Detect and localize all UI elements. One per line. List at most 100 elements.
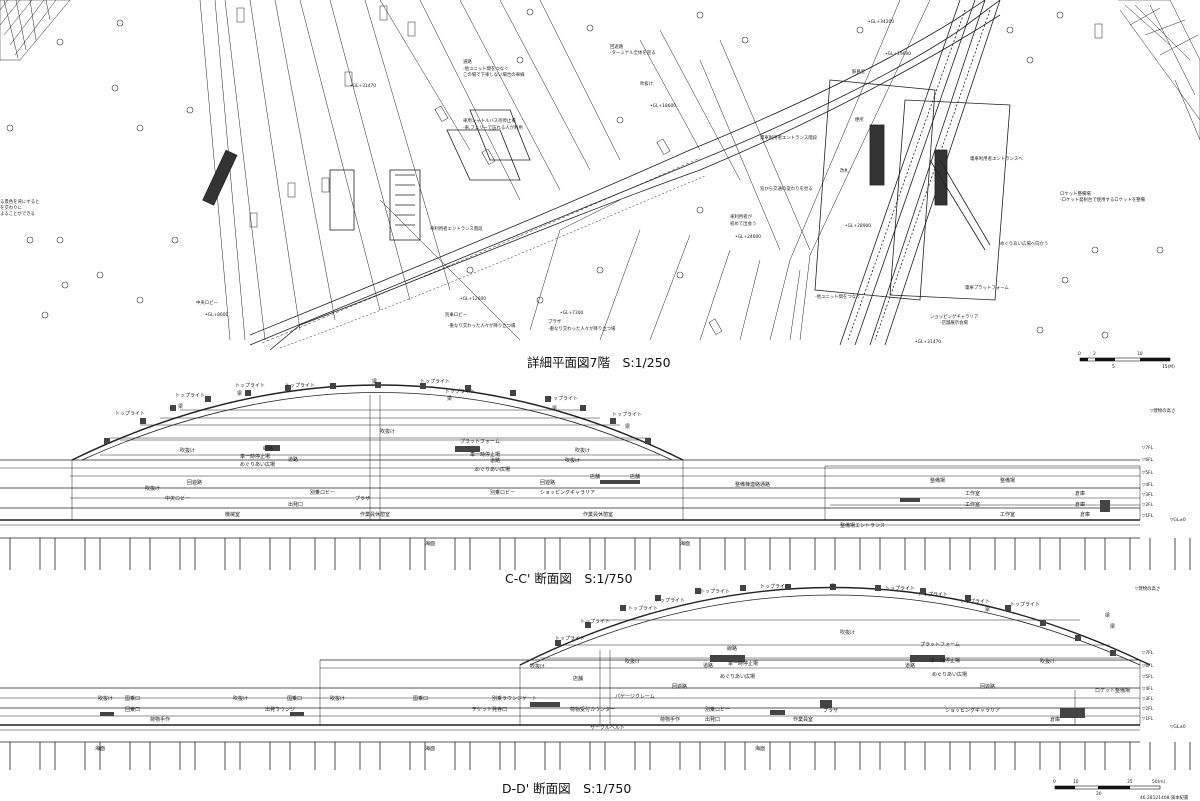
plan-label: 車利用者が [730,213,753,220]
sheet-number: 46 28121408 濱本紀書 [1140,794,1189,801]
scale-tick: 50(m) [1152,779,1166,785]
cc-label: 工作室 [965,501,980,508]
level-marker: ▽3FL [1142,696,1154,702]
dd-label: 梁 [1105,612,1110,619]
cc-label: 倉庫 [1080,511,1090,518]
cc-label: トップライト [175,393,205,399]
dd-label: 車一時停止場 [930,657,960,664]
dd-label: トップライト [655,598,685,604]
level-marker: ▽3FL [1142,492,1154,498]
level-marker: ▽建物の高さ [1135,585,1160,592]
dd-label: 倉庫 [1050,716,1060,723]
dd-label: サークルベルト [590,725,625,731]
dd-label: めぐりあい広場 [932,671,967,678]
cc-label: めぐりあい広場 [240,461,275,468]
plan-tree-symbols [6,8,1164,339]
dd-label: トップライト [555,636,585,642]
plan-label: •GL+7300 [560,310,583,316]
plan-label: 車利用者エントランス階段 [430,225,483,232]
dd-label: ショッピングギャラリア [945,707,1000,714]
level-marker: ▽4FL [1142,482,1154,488]
dd-label: 吹抜け [840,629,855,636]
cc-label: 海面 [425,540,435,547]
cc-label: 整備棟連絡通路 [735,481,770,488]
plan-label: 別乗ロビー [445,311,467,318]
cc-label: 線路 [263,445,273,452]
cc-label: 店舗 [630,473,640,480]
cc-label: 梁 [625,423,630,430]
dd-label: 道路 [905,662,915,669]
cc-labels: トップライト 梁 トップライト トップライト 梁 トップライト 梁 トップライト… [115,378,1090,547]
cc-label: 梁 [447,395,452,402]
scale-tick: 10 [1073,779,1079,785]
cc-label: 梁 [552,405,557,412]
scale-tick: 0 [1053,779,1056,785]
dd-label: 海面 [95,745,105,752]
dd-label: 吹抜け [625,658,640,665]
level-marker: ▽1FL [1142,513,1154,519]
cc-dome [71,384,684,461]
plan-label: 窓から交通の変わりを見る [760,185,813,192]
scale-tick: 0 [1078,351,1081,357]
plan-label: この場で下車しない場合の車線 [463,71,525,78]
dd-label: 出発ラウンジ [265,706,295,713]
dd-label: 国乗口 [287,695,302,702]
plan-label: 回遊路 [610,43,624,50]
dd-label: プラットフォーム [920,642,960,648]
plan-label: 車用シャトルバス待停止場 [463,117,516,124]
plan-label: -重なり交わった人々が降り立つ場 [548,325,616,332]
plan-platform-structures [202,79,1011,301]
cc-label: 梁 [237,390,242,397]
dd-label: トップライト [918,592,948,598]
cc-level-markers: ▽建物の高さ ▽7FL ▽6FL ▽5FL ▽4FL ▽3FL ▽2FL ▽1F… [1142,407,1186,523]
cc-label: トップライト [612,412,642,418]
plan-label: •GL+12600 [460,296,486,302]
plan-label: •GL+28900 [845,223,871,229]
plan-label: を交わりに [0,204,22,211]
cc-label: 作業員休憩室 [583,511,613,518]
scale-tick: 2 [1093,351,1096,357]
level-marker: ▽1FL [1142,716,1154,722]
dd-arch-girders [555,584,1116,656]
dd-label: 吹抜け [233,695,248,702]
plan-label: ロケット整備場 [1060,190,1091,197]
dd-label: 回遊路 [672,683,687,690]
dd-label: チケット発券口 [472,706,507,713]
level-marker: ▽4FL [1142,686,1154,692]
plan-label: 中央ロビー [196,299,218,306]
plan-label: 便所 [855,116,864,123]
dd-label: めぐりあい広場 [720,673,755,680]
cc-label: めぐりあい広場 [475,466,510,473]
cc-label: 別乗ロビー [490,489,515,496]
dd-dome [519,586,1151,666]
plan-label: 改札 [840,167,849,174]
plan-view: 回遊路 -ターミナル全体を巡る 吹抜け 道路 -他ユニット間をつなぐ この場で下… [0,0,1200,370]
cc-label: 倉庫 [1075,490,1085,497]
level-marker: ▽5FL [1142,674,1154,680]
cc-label: プラットフォーム [460,439,500,445]
dd-label: 梁 [830,583,835,590]
plan-curved-railway [249,0,1001,351]
plan-label: •GL+31470 [915,339,941,345]
cc-piers [9,538,1191,570]
dd-label: 作業員室 [793,716,813,723]
dd-label: トップライト [885,586,915,592]
plan-label: 電車利用者エントランス階段 [760,134,818,141]
plan-label: •GL+31470 [350,83,376,89]
dd-level-markers: ▽建物の高さ ▽7FL ▽6FL ▽5FL ▽4FL ▽3FL ▽2FL ▽1F… [1135,585,1186,730]
dd-label: 線路 [727,645,737,652]
dd-label: トップライト [960,599,990,605]
level-marker: ▽7FL [1142,445,1154,451]
dd-label: プラザ [823,708,838,714]
plan-title: 詳細平面図7階 S:1/250 [527,355,671,370]
cc-label: 車一時停止場 [240,453,270,460]
cc-label: 作業員休憩室 [360,511,390,518]
dd-label: 別乗ラウンジゲート [492,695,537,702]
plan-label: プラザ [548,319,562,325]
dd-label: 荷物受付カウンター [570,706,615,713]
plan-label: 吹抜け [640,80,654,87]
cc-label: 倉庫 [1075,501,1085,508]
scale-tick: 15(M) [1162,364,1175,370]
level-marker: ▽6FL [1142,457,1154,463]
dd-scale-bar: 0 10 20 35 50(m) 46 28121408 濱本紀書 [1053,779,1189,801]
